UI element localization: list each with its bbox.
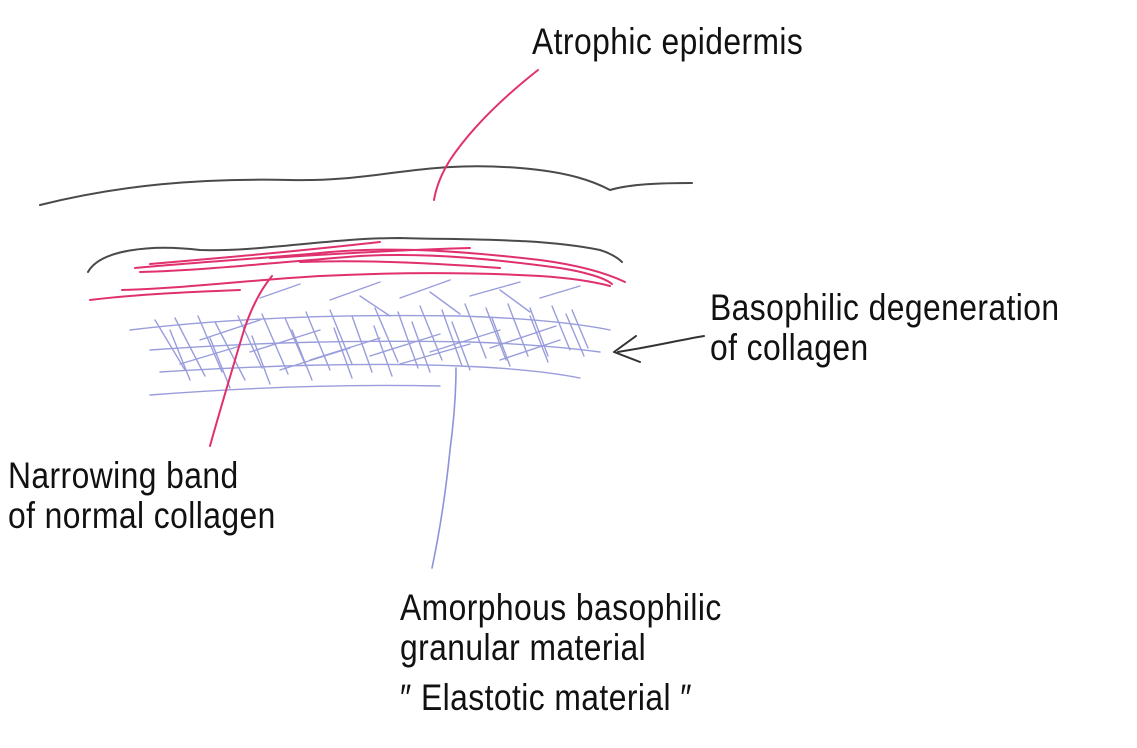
label-amorphous-material-line3: ″ Elastotic material ″ — [400, 678, 722, 718]
pointer-atrophic-epidermis — [434, 70, 538, 200]
label-amorphous-material-line1: Amorphous basophilic — [400, 588, 722, 628]
label-basophilic-degeneration: Basophilic degeneration of collagen — [710, 288, 1060, 368]
label-basophilic-degeneration-line2: of collagen — [710, 328, 1060, 368]
label-narrowing-band-line2: of normal collagen — [8, 496, 276, 536]
label-basophilic-degeneration-line1: Basophilic degeneration — [710, 288, 1060, 328]
label-amorphous-material-line2: granular material — [400, 628, 722, 668]
pointer-amorphous-material — [432, 368, 456, 568]
label-narrowing-band: Narrowing band of normal collagen — [8, 456, 276, 536]
arrow-basophilic-degeneration — [614, 336, 704, 362]
normal-collagen-band — [90, 242, 625, 300]
label-narrowing-band-line1: Narrowing band — [8, 456, 276, 496]
epidermis-surface-line — [40, 166, 692, 205]
degenerated-collagen-hatching — [130, 280, 610, 395]
dermal-junction-line — [88, 238, 622, 272]
label-atrophic-epidermis-text: Atrophic epidermis — [532, 22, 803, 62]
label-atrophic-epidermis: Atrophic epidermis — [532, 22, 803, 62]
label-amorphous-material: Amorphous basophilic granular material ″… — [400, 588, 722, 718]
